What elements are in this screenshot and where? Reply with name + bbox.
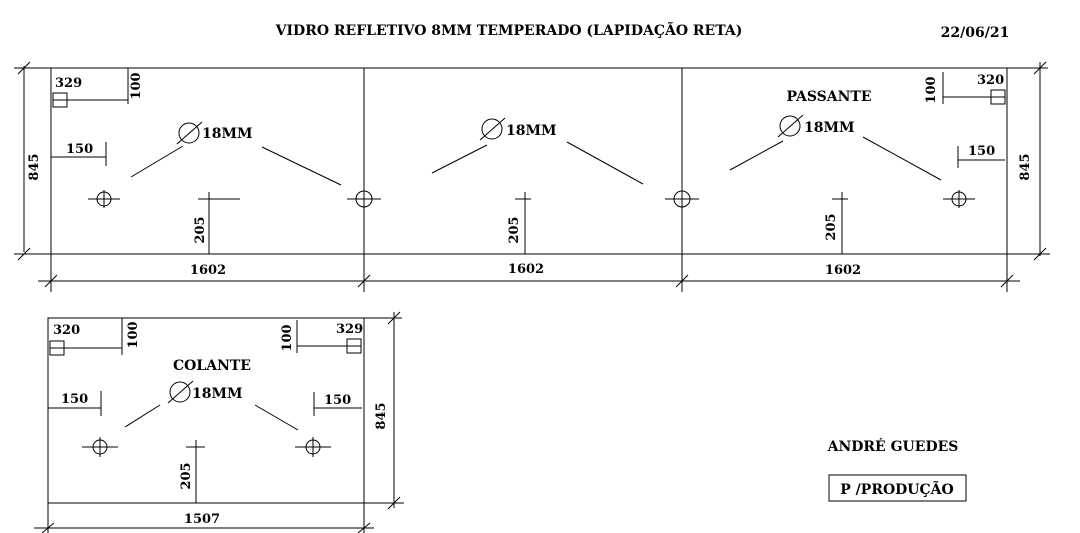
bottom-hole-height-marker: [186, 440, 205, 503]
top-panel-outline: [50, 67, 1008, 255]
bottom-hole-height-label: 205: [179, 462, 194, 489]
bottom-right-hole-offset-dim: [313, 392, 362, 416]
top-height-label-left: 845: [27, 153, 42, 180]
top-right-corner-notch: [942, 72, 1006, 105]
bottom-hole-2: [295, 437, 331, 457]
top-hole-diameter-3: 18MM: [804, 120, 854, 136]
hole-4: [943, 190, 975, 208]
hole-1: [88, 190, 120, 208]
top-hole-diameter-2: 18MM: [506, 123, 556, 139]
top-panel-label: PASSANTE: [786, 89, 871, 105]
top-hole-height-marker-1: [198, 192, 240, 254]
bottom-width-dimension: [34, 503, 374, 533]
top-height-dimension-left: [14, 61, 51, 261]
top-section-width-2: 1602: [508, 262, 544, 277]
top-right-notch-height: 100: [924, 76, 939, 103]
top-hole-height-label-2: 205: [507, 216, 522, 243]
hole-2: [347, 190, 381, 208]
bottom-panel-outline: [47, 317, 365, 504]
top-hole-height-label-1: 205: [193, 216, 208, 243]
bottom-height-label: 845: [374, 402, 389, 429]
top-hole-callout-3: [729, 114, 942, 181]
hole-3: [665, 190, 699, 208]
top-right-hole-offset-dim: [957, 146, 1005, 168]
bottom-right-corner-notch: [296, 320, 362, 354]
bottom-hole-callout: [124, 380, 299, 431]
bottom-left-corner-notch: [49, 318, 123, 356]
bottom-height-dimension: [364, 311, 404, 510]
top-left-notch-height: 100: [129, 72, 144, 99]
bottom-panel-label: COLANTE: [173, 358, 251, 374]
top-hole-height-marker-3: [832, 192, 848, 254]
top-height-label-right: 845: [1018, 153, 1033, 180]
top-hole-height-label-3: 205: [824, 213, 839, 240]
bottom-hole-1: [82, 437, 118, 457]
bottom-panel: 845 1507 320 100 329 100: [34, 311, 404, 533]
top-right-notch-width: 320: [977, 73, 1004, 88]
bottom-right-hole-offset-label: 150: [324, 393, 351, 408]
stamp-box: [828, 474, 967, 502]
top-hole-callout-1: [130, 121, 342, 186]
top-hole-callout-2: [431, 117, 644, 185]
author-name: ANDRÉ GUEDES: [827, 437, 959, 455]
top-hole-diameter-1: 18MM: [202, 126, 252, 142]
bottom-left-notch-width: 320: [53, 323, 80, 338]
bottom-right-notch-height: 100: [280, 324, 295, 351]
top-width-dimension: [38, 254, 1020, 292]
bottom-hole-diameter: 18MM: [192, 386, 242, 402]
bottom-right-notch-width: 329: [336, 322, 363, 337]
top-left-corner-notch: [52, 68, 129, 108]
drawing-title: VIDRO REFLETIVO 8MM TEMPERADO (LAPIDAÇÃO…: [275, 20, 743, 39]
top-left-notch-width: 329: [55, 76, 82, 91]
bottom-width-label: 1507: [184, 512, 220, 527]
top-height-dimension-right: [1007, 61, 1050, 261]
top-section-width-3: 1602: [825, 263, 861, 278]
bottom-left-hole-offset-dim: [48, 391, 102, 416]
top-section-width-1: 1602: [190, 263, 226, 278]
bottom-left-hole-offset-label: 150: [61, 392, 88, 407]
top-left-hole-offset-dim: [51, 142, 107, 166]
top-left-hole-offset-label: 150: [66, 142, 93, 157]
bottom-left-notch-height: 100: [126, 321, 141, 348]
top-right-hole-offset-label: 150: [968, 144, 995, 159]
top-panel: 845 845 1602 1602 1602: [14, 61, 1050, 292]
drawing-date: 22/06/21: [941, 25, 1010, 41]
top-hole-height-marker-2: [515, 192, 531, 254]
stamp-label: P /PRODUÇÃO: [840, 479, 953, 498]
